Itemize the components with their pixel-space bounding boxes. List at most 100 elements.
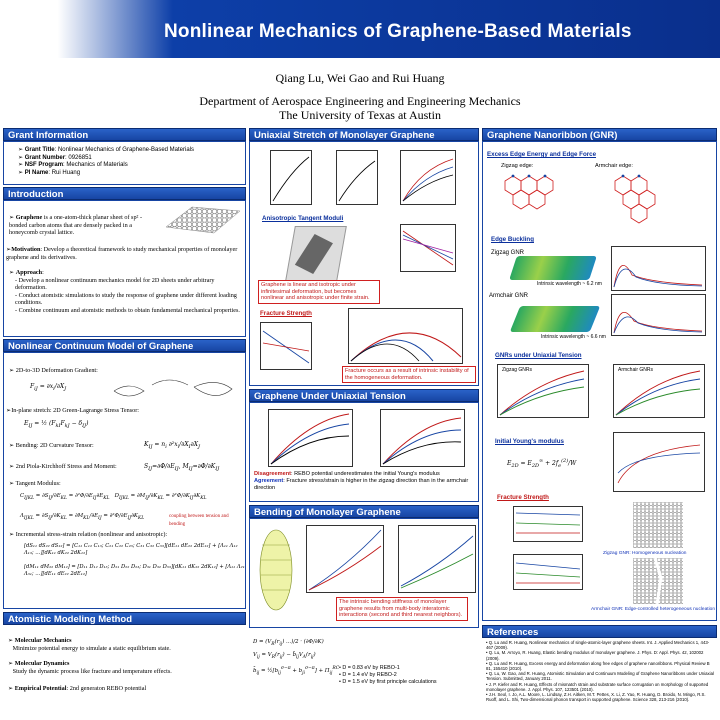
zigzag-tension-plot (268, 409, 353, 467)
reference-item: • Q. Lu, M. Arroyo, R. Huang, Elastic be… (486, 650, 704, 661)
armchair-gnrs-plot: Armchair GNRs (613, 364, 705, 418)
tangent-label: ➢ Tangent Modulus: (9, 480, 61, 487)
bending-energy-plot-2 (398, 525, 476, 593)
grant-item: ➢ NSF Program: Mechanics of Materials (18, 162, 128, 169)
references-box: • Q. Lu and R. Huang, Nonlinear mechanic… (482, 638, 717, 718)
graphene-sheet-image (165, 206, 241, 234)
rebo-parameters: • D = 0.83 eV by REBO-1 • D = 1.4 eV by … (339, 665, 437, 686)
armchair-fracture-image (633, 558, 683, 604)
armchair-tension-plot (380, 409, 465, 467)
fracture-plot-1 (260, 322, 312, 370)
green-lagrange-eq: EIJ = ½ (FkIFkJ − δIJ) (24, 420, 89, 430)
pk-label: ➢ 2nd Piola-Kirchhoff Stress and Moment: (9, 463, 117, 470)
incremental-label: ➢ Incremental stress-strain relation (no… (9, 531, 168, 538)
uniaxial-header: Uniaxial Stretch of Monolayer Graphene (249, 128, 479, 141)
under-uniaxial-box: Disagreement: REBO potential underestima… (249, 402, 479, 502)
armchair-amplitude-plot (611, 294, 706, 336)
molecular-dynamics: ➢ Molecular Dynamics Study the dynamic p… (8, 660, 172, 675)
references-header: References (482, 625, 717, 638)
tension-comparison: Disagreement: REBO potential underestima… (254, 471, 469, 491)
reference-item: • J. P. Kiefer and R. Huang, Effects of … (486, 681, 709, 692)
approach-item: - Conduct atomistic simulations to study… (15, 291, 237, 307)
reference-item: • Q. Lu and R. Huang, Nonlinear mechanic… (486, 640, 710, 651)
zigzag-amplitude-plot (611, 246, 706, 291)
uniaxial-box: Anisotropic Tangent Moduli Graphene is l… (249, 141, 479, 386)
affiliation: Department of Aerospace Engineering and … (0, 94, 720, 122)
rebo-param: • D = 1.4 eV by REBO-2 (339, 672, 397, 678)
edge-lattice-diagram (504, 174, 656, 224)
zigzag-fracture-image (633, 502, 683, 548)
bending-header: Bending of Monolayer Graphene (249, 505, 479, 518)
under-uniaxial-header: Graphene Under Uniaxial Tension (249, 389, 479, 402)
gnr-fracture-subheading: Fracture Strength (497, 494, 549, 501)
graphene-definition: ➢ Graphene is a one-atom-thick planar sh… (9, 214, 143, 237)
fracture-strength-plot-2 (513, 554, 583, 590)
incremental-matrix-1: [dS₁₁ dS₂₂ dS₁₂] = [C₁₁ C₁₂ C₁₃; C₂₁ C₂₂… (24, 543, 245, 577)
mapping-diagram (113, 379, 233, 397)
stress-strain-plot-1 (270, 150, 312, 205)
rebo-param: • D = 0.83 eV by REBO-1 (339, 665, 400, 671)
young-subheading: Initial Young's modulus (495, 438, 564, 445)
zigzag-wavelength: Intrinsic wavelength ~ 6.2 nm (537, 281, 602, 287)
stress-strain-plot-3 (400, 150, 456, 205)
anisotropy-note: Graphene is linear and isotropic under i… (258, 280, 380, 304)
rebo-param: • D = 1.5 eV by first principle calculat… (339, 679, 437, 685)
armchair-gnr-label: Armchair GNR (489, 293, 529, 299)
approach-item: - Develop a nonlinear continuum mechanic… (15, 276, 215, 292)
grant-box: ➢ Grant Title: Nonlinear Mechanics of Gr… (3, 141, 246, 185)
grant-item: ➢ Grant Number: 0926851 (18, 154, 92, 161)
curvature-eq: KIJ = ni ∂²xi/∂XI∂XJ (144, 441, 200, 451)
aniso-subheading: Anisotropic Tangent Moduli (262, 215, 344, 222)
armchair-buckling-image (509, 306, 601, 332)
gnr-box: Excess Edge Energy and Edge Force Zigzag… (482, 141, 717, 621)
young-eq: E2D = E2D∞ + 2fe(2)/W (507, 458, 577, 470)
curvature-label: ➢ Bending: 2D Curvature Tensor: (9, 442, 94, 449)
continuum-box: ➢ 2D-to-3D Deformation Gradient: FiJ = ∂… (3, 352, 246, 609)
intro-box: ➢ Graphene is a one-atom-thick planar sh… (3, 200, 246, 337)
grant-header: Grant Information (3, 128, 246, 141)
edge-energy-subheading: Excess Edge Energy and Edge Force (487, 151, 597, 158)
university: The University of Texas at Austin (279, 108, 441, 122)
continuum-header: Nonlinear Continuum Model of Graphene (3, 339, 246, 352)
reference-item: • J.H. Seol, I. Jo, A.L. Moore, L. Linds… (486, 692, 706, 703)
stress-strain-plot-2 (336, 150, 378, 205)
armchair-edge-label: Armchair edge: (595, 163, 633, 169)
pk-eq: SIJ=∂Φ/∂EIJ, MIJ=∂Φ/∂KIJ (144, 463, 220, 473)
zigzag-edge-label: Zigzag edge: (501, 163, 534, 169)
motivation: ➢Motivation: Develop a theoretical frame… (6, 246, 238, 261)
department: Department of Aerospace Engineering and … (199, 94, 521, 108)
approach-item: - Combine continuum and atomistic method… (15, 306, 240, 314)
title-banner: Nonlinear Mechanics of Graphene-Based Ma… (0, 0, 720, 58)
atomistic-header: Atomistic Modeling Method (3, 612, 246, 625)
grant-item: ➢ PI Name: Rui Huang (18, 169, 81, 176)
intro-header: Introduction (3, 187, 246, 200)
zigzag-gnr-label: Zigzag GNR (491, 250, 525, 256)
tangent-eq-2: ΛIJKL = ∂SIJ/∂KKL = ∂MKL/∂EIJ = ∂²Φ/∂EIJ… (20, 513, 145, 522)
rebo-equations: D = (VR(rij) ...)/2 · (∂Φ/∂K)Vij = VR(ri… (253, 639, 340, 677)
tangent-moduli-plot (400, 224, 456, 272)
fracture-plot-2 (348, 308, 463, 364)
deformation-gradient-eq: FiJ = ∂xi/∂XJ (30, 383, 67, 393)
grant-item: ➢ Grant Title: Nonlinear Mechanics of Gr… (18, 147, 195, 153)
armchair-fracture-caption: Armchair GNR: Edge-controlled heterogene… (591, 607, 715, 612)
bending-box: The intrinsic bending stiffness of monol… (249, 518, 479, 628)
atomistic-box: ➢ Molecular Mechanics Minimize potential… (3, 625, 475, 718)
gnr-header: Graphene Nanoribbon (GNR) (482, 128, 717, 141)
poster-title: Nonlinear Mechanics of Graphene-Based Ma… (164, 21, 632, 42)
strain-label: ➢In-plane stretch: 2D Green-Lagrange Str… (6, 407, 139, 414)
zigzag-fracture-caption: Zigzag GNR: Homogeneous nucleation (603, 551, 687, 556)
coupling-note: coupling between tension and bending (169, 514, 229, 527)
grant-list: ➢ Grant Title: Nonlinear Mechanics of Gr… (18, 147, 244, 177)
armchair-wavelength: Intrinsic wavelength ~ 6.6 nm (541, 334, 606, 340)
reference-item: • Q. Lu, W. Gao, and R. Huang, Atomistic… (486, 671, 714, 682)
reference-item: • Q. Lu and R. Huang, Excess energy and … (486, 660, 710, 672)
young-modulus-plot (613, 432, 705, 492)
edge-buckling-subheading: Edge Buckling (491, 236, 534, 243)
authors: Qiang Lu, Wei Gao and Rui Huang (275, 71, 445, 85)
zigzag-buckling-image (509, 256, 597, 280)
bending-energy-plot-1 (306, 525, 384, 593)
molecular-mechanics: ➢ Molecular Mechanics Minimize potential… (8, 637, 171, 652)
gnr-tension-subheading: GNRs under Uniaxial Tension (495, 352, 582, 359)
bending-note: The intrinsic bending stiffness of monol… (336, 597, 468, 621)
reference-list: • Q. Lu and R. Huang, Nonlinear mechanic… (486, 640, 714, 702)
